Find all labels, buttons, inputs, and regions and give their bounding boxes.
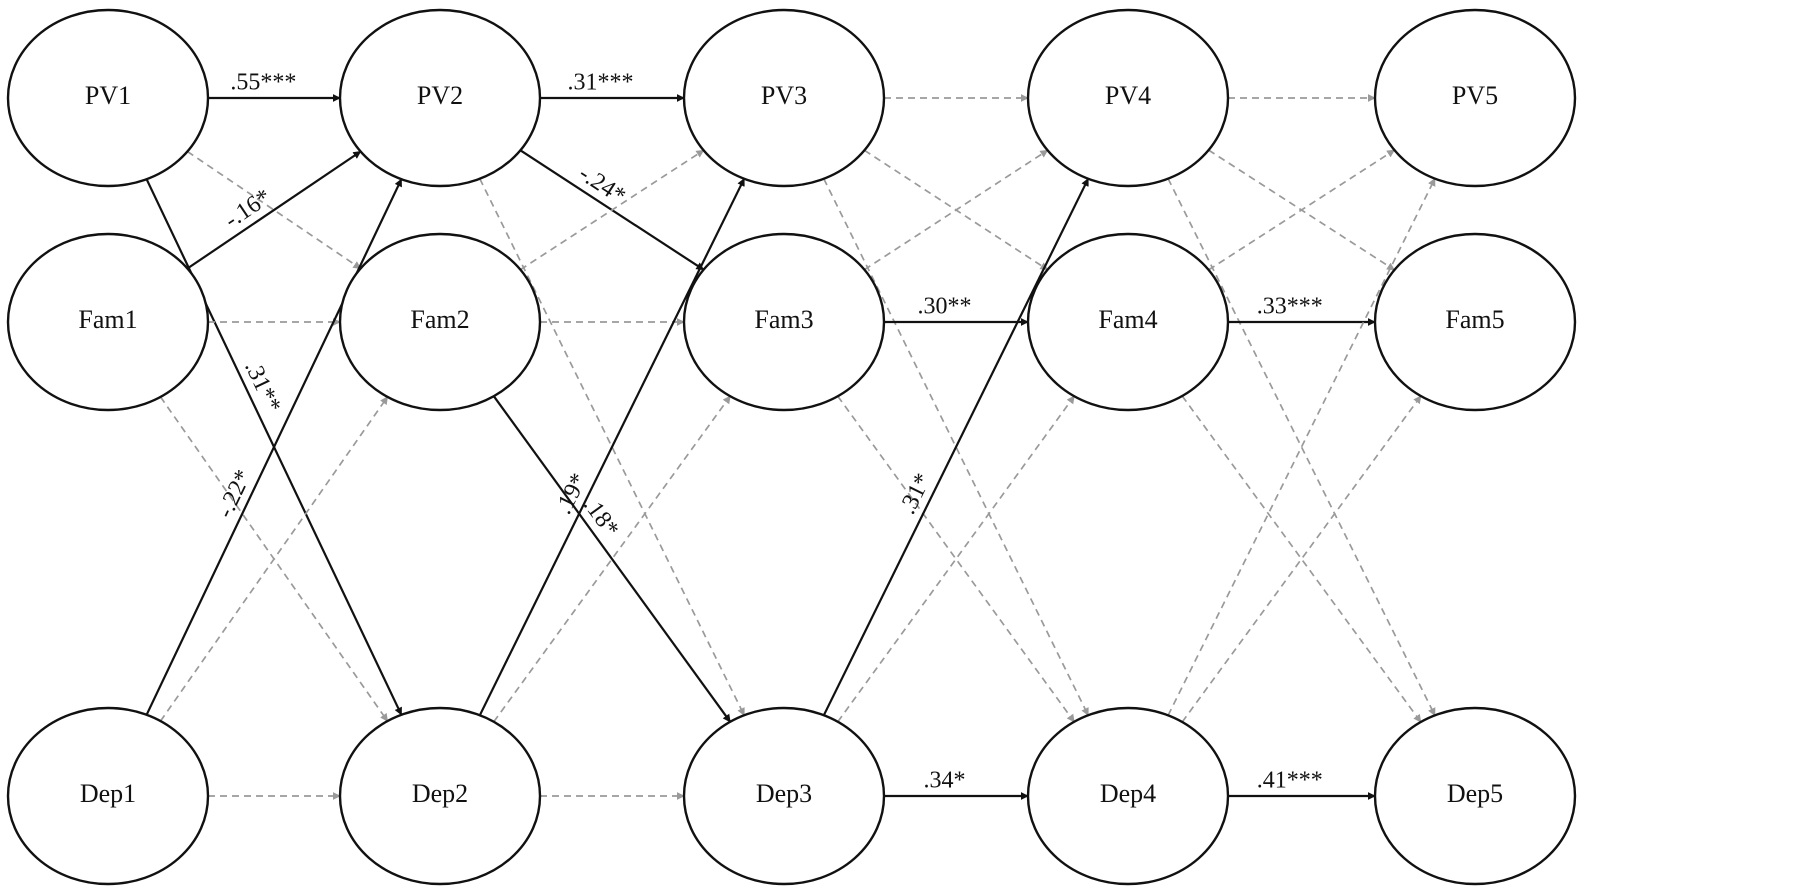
path-fam1-to-pv2 <box>186 150 362 270</box>
path-fam3-to-pv4 <box>863 149 1049 271</box>
path-coefficient-dep1-pv2: -.22* <box>212 466 257 522</box>
path-fam2-to-dep3 <box>492 395 732 723</box>
node-label: Fam4 <box>1098 305 1157 334</box>
node-label: PV3 <box>761 81 807 110</box>
path-coefficient-pv2-pv3: .31*** <box>568 70 634 96</box>
node-ellipse <box>1026 8 1230 188</box>
node-label: PV1 <box>85 81 131 110</box>
node-ellipse <box>682 232 886 412</box>
path-coefficient-dep4-dep5: .41*** <box>1257 768 1323 794</box>
node-label: Fam3 <box>754 305 813 334</box>
node-ellipse <box>1026 232 1230 412</box>
node-dep5: Dep5 <box>1373 706 1577 886</box>
edges-layer <box>145 94 1436 800</box>
node-label: PV5 <box>1452 81 1498 110</box>
node-dep3: Dep3 <box>682 706 886 886</box>
node-fam3: Fam3 <box>682 232 886 412</box>
node-label: PV2 <box>417 81 463 110</box>
node-ellipse <box>6 232 210 412</box>
node-dep2: Dep2 <box>338 706 542 886</box>
path-coefficient-dep3-pv4: .31* <box>895 469 937 518</box>
path-fam2-to-pv3 <box>519 149 705 271</box>
node-label: PV4 <box>1105 81 1151 110</box>
node-fam5: Fam5 <box>1373 232 1577 412</box>
node-label: Dep2 <box>412 779 468 808</box>
node-ellipse <box>6 706 210 886</box>
path-fam4-to-dep5 <box>1181 395 1422 723</box>
node-ellipse <box>682 8 886 188</box>
node-fam4: Fam4 <box>1026 232 1230 412</box>
node-label: Dep4 <box>1100 779 1156 808</box>
node-ellipse <box>338 8 542 188</box>
node-label: Fam1 <box>78 305 137 334</box>
path-coefficient-pv1-pv2: .55*** <box>230 70 296 96</box>
node-label: Fam2 <box>410 305 469 334</box>
node-fam2: Fam2 <box>338 232 542 412</box>
node-pv5: PV5 <box>1373 8 1577 188</box>
path-dep1-to-pv2 <box>145 178 403 716</box>
node-label: Fam5 <box>1445 305 1504 334</box>
path-coefficient-fam4-fam5: .33*** <box>1257 294 1323 320</box>
path-dep4-to-fam5 <box>1181 395 1422 723</box>
node-ellipse <box>1373 8 1577 188</box>
node-dep1: Dep1 <box>6 706 210 886</box>
node-label: Dep3 <box>756 779 812 808</box>
node-label: Dep5 <box>1447 779 1503 808</box>
node-pv3: PV3 <box>682 8 886 188</box>
path-coefficient-dep3-dep4: .34* <box>924 768 966 794</box>
path-pv1-to-fam2 <box>186 150 362 270</box>
node-pv1: PV1 <box>6 8 210 188</box>
node-ellipse <box>6 8 210 188</box>
path-dep1-to-fam2 <box>159 396 389 722</box>
node-dep4: Dep4 <box>1026 706 1230 886</box>
node-fam1: Fam1 <box>6 232 210 412</box>
node-pv4: PV4 <box>1026 8 1230 188</box>
node-ellipse <box>1373 706 1577 886</box>
path-coefficient-fam3-fam4: .30** <box>918 294 972 320</box>
path-coefficient-pv2-fam3: -.24* <box>574 161 630 210</box>
path-dep4-to-pv5 <box>1167 177 1436 716</box>
path-dep2-to-pv3 <box>478 177 746 716</box>
node-label: Dep1 <box>80 779 136 808</box>
path-fam4-to-pv5 <box>1208 149 1396 271</box>
node-pv2: PV2 <box>338 8 542 188</box>
node-ellipse <box>338 706 542 886</box>
path-dep3-to-pv4 <box>822 177 1090 716</box>
node-ellipse <box>1373 232 1577 412</box>
node-ellipse <box>338 232 542 412</box>
node-ellipse <box>682 706 886 886</box>
node-ellipse <box>1026 706 1230 886</box>
